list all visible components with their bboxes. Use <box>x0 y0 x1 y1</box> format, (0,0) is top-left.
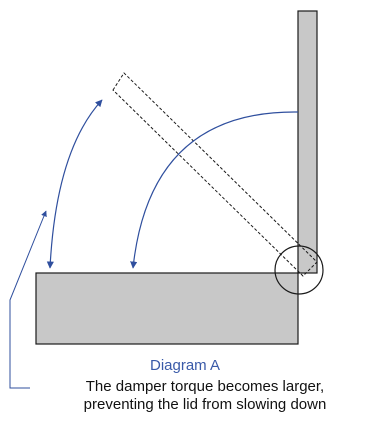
damper-annotation: The damper torque becomes larger, preven… <box>40 378 370 414</box>
swing-arrow-small <box>46 99 103 269</box>
annotation-line-2: preventing the lid from slowing down <box>83 396 327 413</box>
lid-intermediate-dashed <box>112 72 318 277</box>
base-box <box>35 272 299 345</box>
swing-arrow-large <box>130 111 299 269</box>
annotation-line-1: The damper torque becomes larger, <box>85 378 325 395</box>
annotation-leader-arrow <box>9 210 47 389</box>
hinge-circle <box>274 245 324 295</box>
diagram-title: Diagram A <box>149 357 221 374</box>
lid-open <box>297 10 318 274</box>
